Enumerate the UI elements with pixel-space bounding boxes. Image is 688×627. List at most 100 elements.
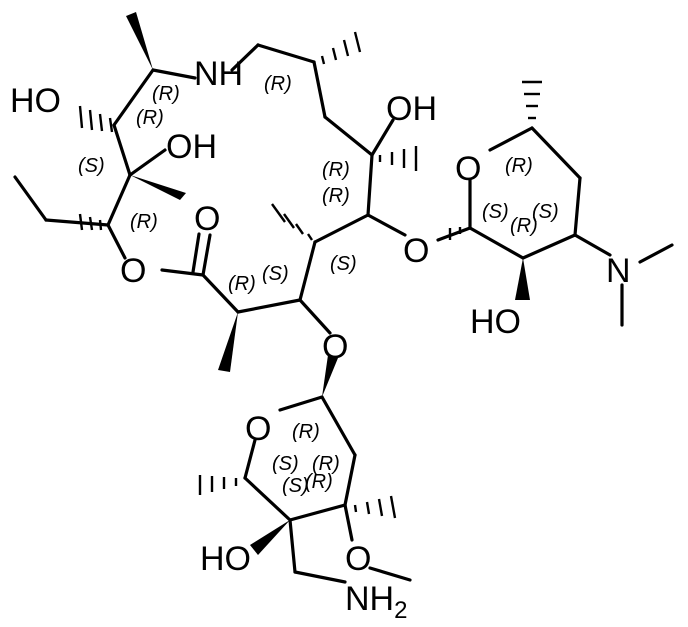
bond [521,233,577,260]
stereo-label: (S) [272,453,299,475]
bond [366,153,374,217]
bonds [13,43,674,584]
stereo-label: (S) [78,155,105,177]
stereo-label: (R) [136,107,164,129]
bond [488,126,534,152]
hash-bond [320,55,326,65]
bond [44,218,110,227]
bond [468,226,525,260]
atom-oh-macro: OH [386,90,437,128]
nh2-label: NH [345,580,394,618]
bond [323,115,374,157]
bond [191,232,201,274]
bond [160,268,205,277]
bond [236,298,302,314]
bond [298,298,332,335]
bond [112,123,132,177]
stereo-label: (R) [130,211,158,233]
bond [436,226,472,242]
bond [243,438,257,480]
hash-bond [342,39,350,57]
bond [151,68,197,80]
hash-bond [365,501,371,515]
stereo-label: (R) [305,471,333,493]
atom-nh2: NH2 [345,580,407,624]
wedge-bonds [126,12,530,555]
bond [293,570,347,584]
stereo-label: (R) [505,155,533,177]
bond [106,223,127,260]
hash-bond [78,213,84,231]
atom-o-methoxy: O [345,540,371,578]
wedge-bond [218,312,238,372]
stereo-label: (S) [262,263,289,285]
stereo-labels: (R) (R) (R) (S) (R) (R) (R) (R) (S) (S) … [78,73,559,497]
atom-o-ester: O [120,252,146,290]
stereo-label: (S) [282,475,309,497]
hash-bond [271,203,286,223]
stereo-label: (R) [510,215,538,237]
stereo-label: (R) [292,421,320,443]
bond [128,148,167,177]
atom-o-carbonyl: O [194,200,220,238]
bond [343,503,354,542]
hash-bond [353,504,358,513]
bond [573,233,612,257]
bond [370,118,395,157]
atom-labels: NH HO OH O O OH O O N HO O O HO O NH2 [10,55,631,624]
bond [201,233,212,277]
atom-o-link2: O [322,328,348,366]
stereo-label: (R) [152,83,180,105]
bond [106,173,132,227]
hash-bond [88,109,94,131]
bond [243,476,292,522]
stereo-label: (R) [322,185,350,207]
stereo-label: (S) [482,201,509,223]
bond [230,43,260,72]
atom-ho-left: HO [10,82,61,120]
bond [366,213,407,237]
atom-ho-sugar1: HO [470,303,521,341]
wedge-bond [322,355,338,397]
atom-o-sugar1-ring: O [455,150,481,188]
atom-nh: NH [194,55,243,93]
bond [530,126,582,180]
wedge-bond [130,175,186,200]
atom-n-dimethyl: N [606,252,631,290]
hash-bond [307,233,313,241]
bond [278,395,324,412]
bond [573,176,582,237]
bond [638,243,674,264]
wedge-bond [126,12,153,70]
bond [298,240,317,302]
bond [256,43,316,64]
bond [343,453,357,507]
bond [288,518,297,574]
stereo-label: (S) [330,253,357,275]
stereo-label: (S) [532,201,559,223]
hash-bond [377,498,384,517]
stereo-label: (R) [322,159,350,181]
bond [313,213,370,244]
hash-bond [295,223,304,235]
atom-o-sugar2-ring: O [245,410,271,448]
hash-bond [78,105,84,129]
bond [320,395,357,457]
hash-bond [98,219,103,231]
wedge-bond [515,258,530,300]
hash-bond [389,495,397,519]
stereo-label: (R) [312,453,340,475]
nh2-subscript: 2 [394,597,407,624]
hash-bonds [78,31,542,519]
hash-bond [283,213,295,229]
atom-ho-sugar2: HO [200,540,251,578]
bond [13,175,48,222]
bond [368,566,412,582]
wedge-bond [250,520,290,555]
hash-bond [353,31,362,53]
hash-bond [88,216,94,231]
bond [288,503,347,522]
stereo-label: (R) [264,73,292,95]
